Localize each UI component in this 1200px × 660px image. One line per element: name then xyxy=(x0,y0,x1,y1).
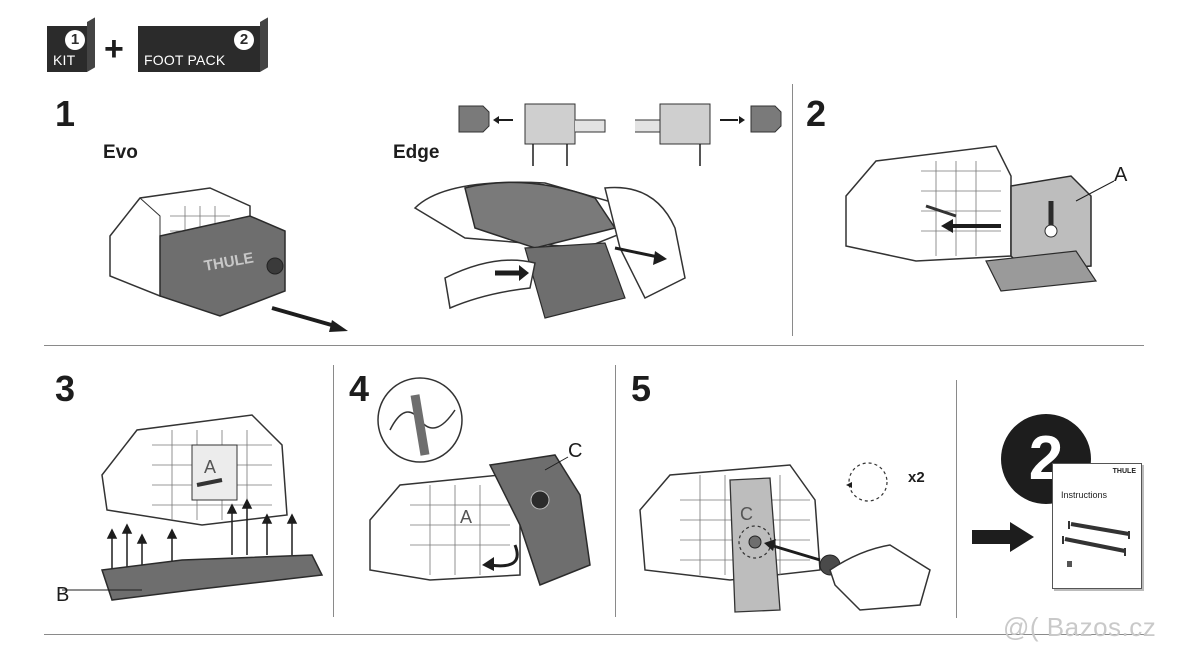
step-5-number: 5 xyxy=(631,368,652,409)
step3-part-letter: A xyxy=(204,457,216,477)
kit-label: KIT xyxy=(53,52,76,68)
callout-c: C xyxy=(568,440,583,462)
kit-box-side xyxy=(87,17,95,73)
step4-part-letter: A xyxy=(460,507,472,527)
evo-foot-illustration: THULE xyxy=(109,187,348,332)
callout-b: B xyxy=(56,584,70,606)
instructions-booklet: THULE Instructions xyxy=(1052,463,1142,589)
step5-illustration: C xyxy=(639,464,931,613)
step5-part-letter: C xyxy=(740,504,753,524)
plus-sign: + xyxy=(104,30,124,68)
repeat-count: x2 xyxy=(908,469,925,486)
kit-badge: 1 xyxy=(65,30,85,50)
divider-row xyxy=(44,345,1144,346)
divider-step3-step4 xyxy=(333,365,334,617)
edge-detail-illustration xyxy=(458,103,782,166)
footpack-label: FOOT PACK xyxy=(144,52,226,68)
step-4-number: 4 xyxy=(349,368,370,409)
step-3-number: 3 xyxy=(55,368,76,409)
arrow-to-next-icon xyxy=(972,522,1034,552)
step-2-number: 2 xyxy=(806,93,827,134)
footpack-box: 2 FOOT PACK xyxy=(138,26,260,72)
step-1-number: 1 xyxy=(55,93,76,134)
step3-illustration: A xyxy=(62,414,324,601)
divider-step4-step5 xyxy=(615,365,616,617)
dashed-nut-icon xyxy=(846,462,888,502)
step4-illustration: A xyxy=(369,377,591,586)
watermark: @( Bazos.cz xyxy=(1003,612,1157,642)
booklet-title: Instructions xyxy=(1061,490,1108,500)
footpack-badge: 2 xyxy=(234,30,254,50)
edge-foot-illustration xyxy=(413,181,686,319)
divider-bottom xyxy=(44,634,1144,635)
divider-step1-step2 xyxy=(792,84,793,336)
roof-bars-illustration xyxy=(1062,521,1130,567)
evo-label: Evo xyxy=(103,142,138,163)
callout-a: A xyxy=(1114,164,1128,186)
step2-illustration xyxy=(845,145,1115,292)
kit-box: 1 KIT xyxy=(47,26,87,72)
footpack-box-side xyxy=(260,17,268,73)
booklet-brand: THULE xyxy=(1112,468,1136,475)
divider-step5-next xyxy=(956,380,957,618)
edge-label: Edge xyxy=(393,142,440,163)
